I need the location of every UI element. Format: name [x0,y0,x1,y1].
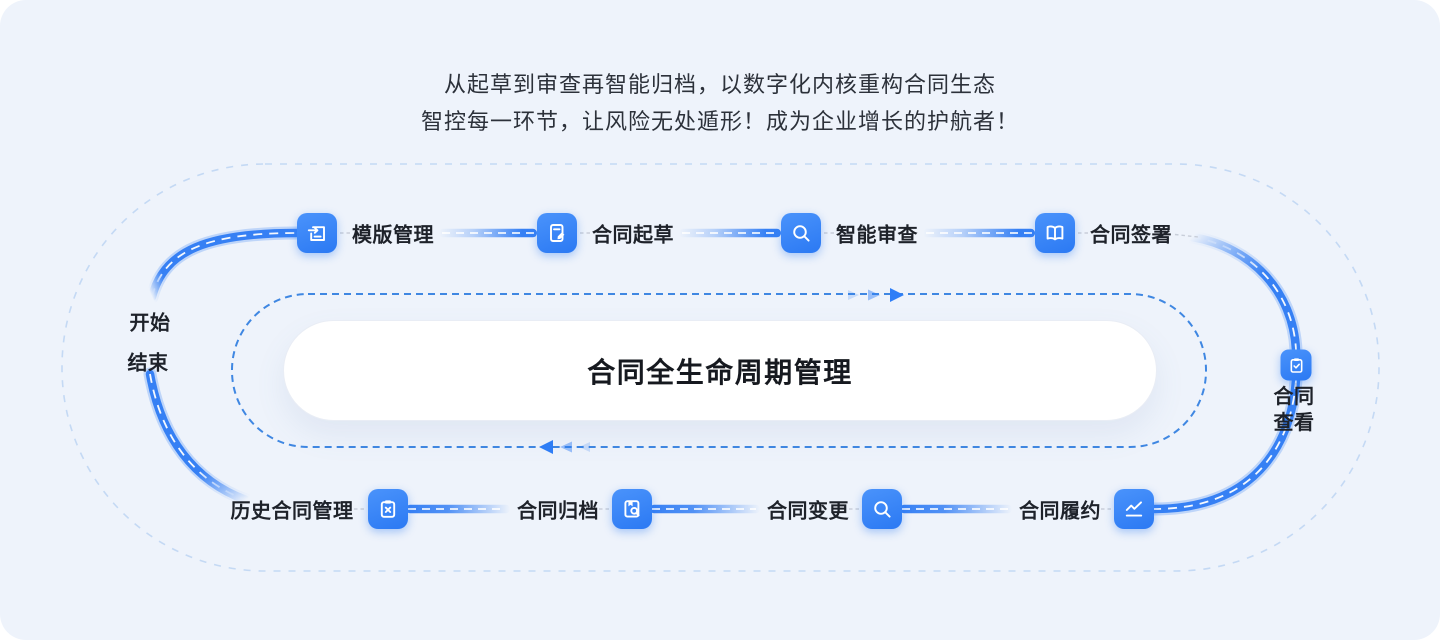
end-label: 结束 [127,352,169,375]
step-smart-review [781,213,821,253]
center-pill: 合同全生命周期管理 [283,320,1157,421]
clipboard-x-icon [380,500,396,518]
step-label-contract-viewing: 合同 查看 [1273,386,1315,434]
center-pill-label: 合同全生命周期管理 [587,356,853,388]
step-contract-drafting [537,213,577,253]
step-contract-archiving [612,489,652,529]
start-label: 开始 [129,312,171,335]
step-contract-signing [1035,213,1075,253]
step-contract-viewing [1280,349,1312,381]
step-contract-change [862,489,902,529]
step-label-contract-archiving: 合同归档 [517,500,599,523]
top-connectors [439,228,1035,238]
trend-chart-icon [1125,501,1143,517]
step-label-contract-signing: 合同签署 [1090,224,1172,247]
headline-line2: 智控每一环节，让风险无处遁形！成为企业增长的护航者！ [420,109,1019,134]
step-label-contract-change: 合同变更 [767,500,849,523]
step-label-contract-drafting: 合同起草 [592,224,674,247]
search-icon [793,225,810,242]
open-book-icon [1046,225,1064,241]
clipboard-check-icon [1290,357,1302,373]
backward-arrows-icon [539,440,590,454]
headline-line1: 从起草到审查再智能归档，以数字化内核重构合同生态 [443,72,996,97]
template-import-icon [307,226,325,241]
forward-arrows-icon [848,288,904,302]
book-search-icon [624,500,640,518]
document-edit-icon [550,224,565,242]
step-label-smart-review: 智能审查 [836,224,918,247]
headline: 从起草到审查再智能归档，以数字化内核重构合同生态 智控每一环节，让风险无处遁形！… [0,66,1440,140]
step-history-contracts [368,489,408,529]
step-template-management [297,213,337,253]
step-contract-performance [1114,489,1154,529]
search-icon [874,501,891,518]
step-label-history-contracts: 历史合同管理 [230,500,354,523]
bottom-connectors [406,504,1012,514]
step-label-contract-performance: 合同履约 [1019,500,1101,523]
step-label-template-management: 模版管理 [352,224,434,247]
